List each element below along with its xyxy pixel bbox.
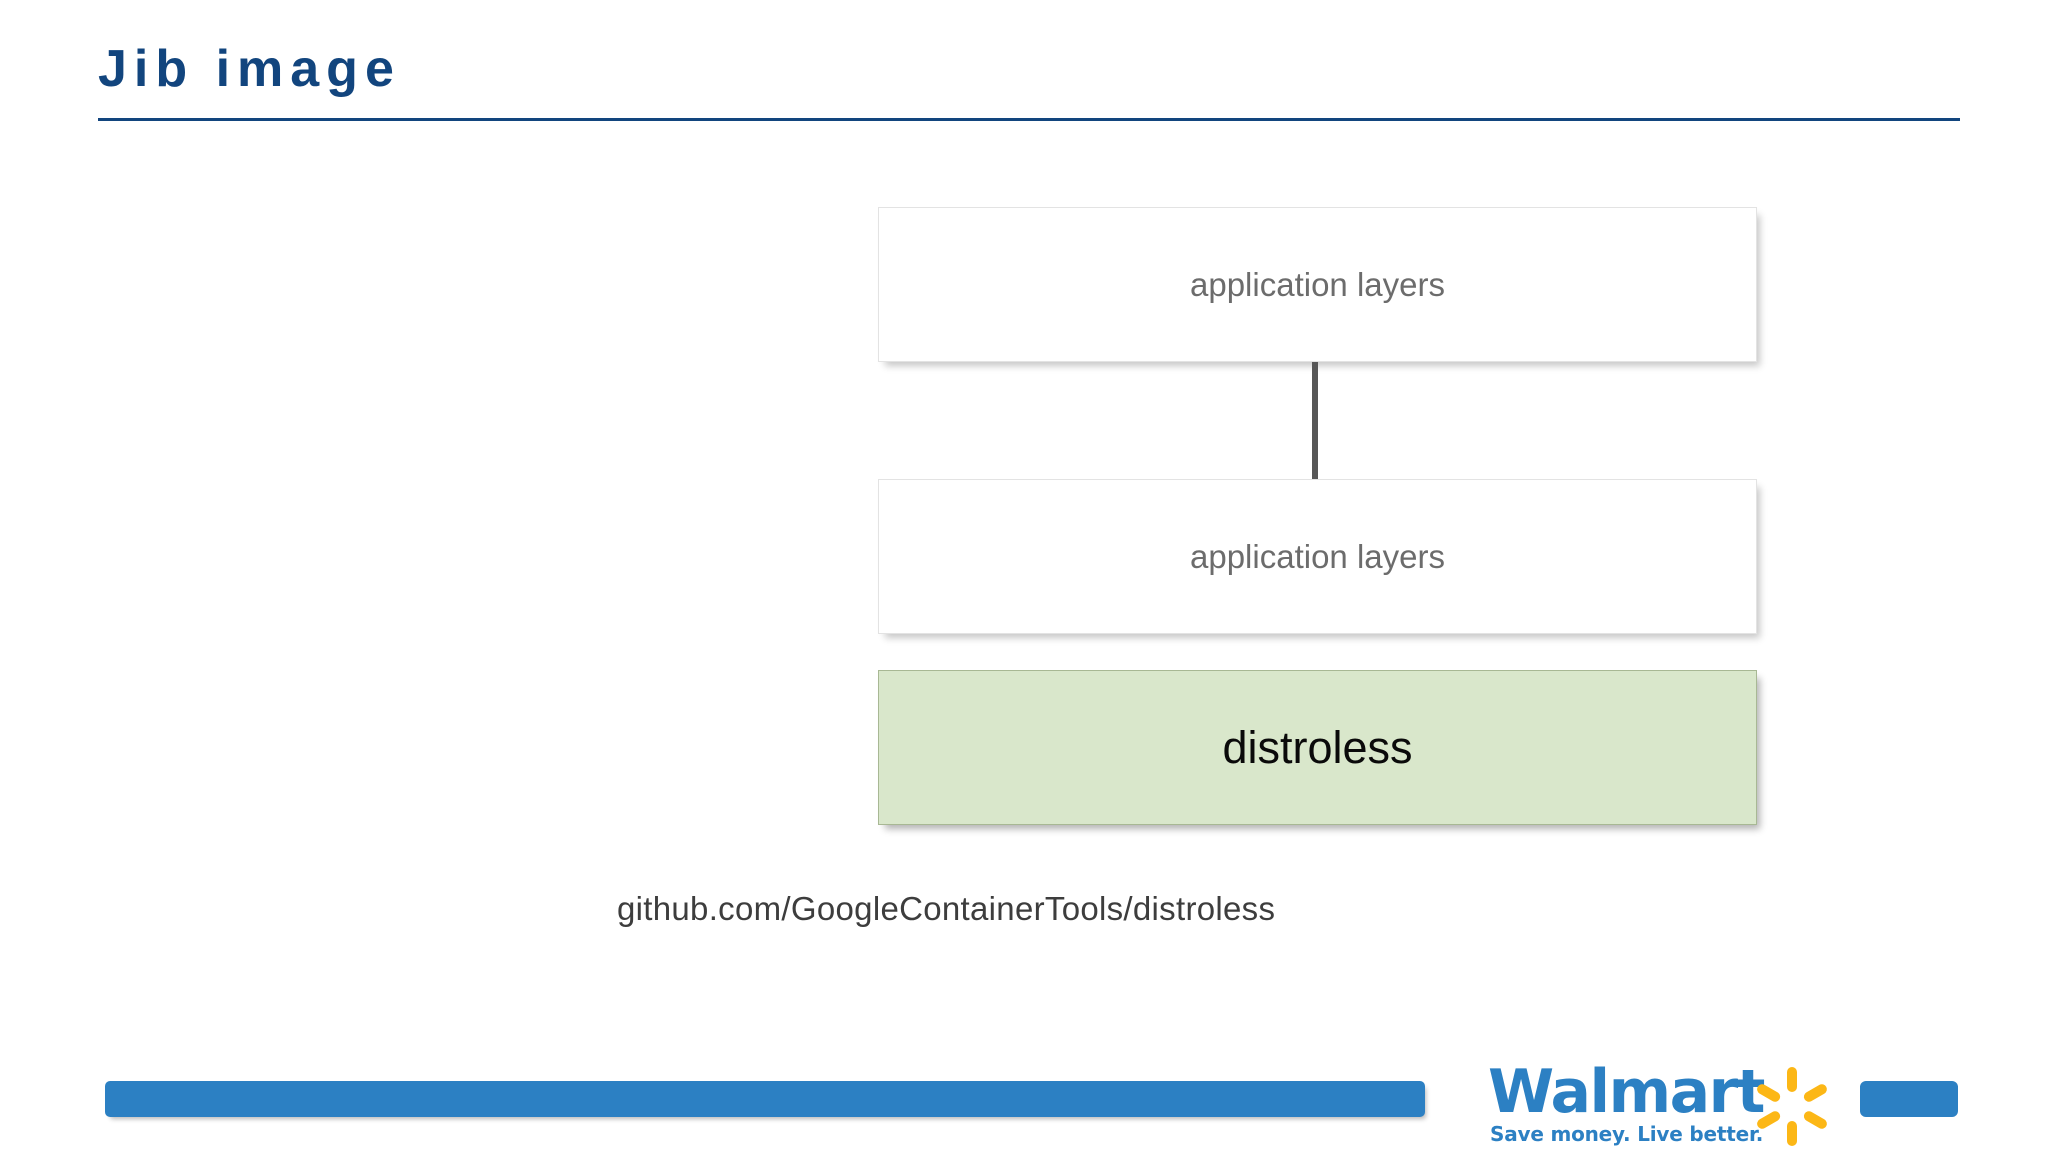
title-underline-rule bbox=[98, 118, 1960, 121]
source-caption: github.com/GoogleContainerTools/distrole… bbox=[617, 890, 1276, 927]
layer-box-distroless-base: distroless bbox=[878, 670, 1757, 825]
brand-tagline: Save money. Live better. bbox=[1490, 1122, 1764, 1146]
layer-stack-diagram: application layers application layers di… bbox=[878, 207, 1757, 837]
layer-box-label: distroless bbox=[1222, 721, 1413, 773]
layer-box-application-middle: application layers bbox=[878, 479, 1757, 634]
spark-ray bbox=[1802, 1081, 1829, 1104]
layer-box-label: application layers bbox=[1190, 537, 1445, 575]
spark-ray bbox=[1802, 1108, 1829, 1131]
layer-connector-line bbox=[1312, 362, 1318, 479]
spark-ray bbox=[1787, 1066, 1797, 1092]
spark-ray bbox=[1787, 1120, 1797, 1146]
footer-accent-chip bbox=[1860, 1081, 1958, 1117]
footer-accent-bar bbox=[105, 1081, 1425, 1117]
walmart-logo: Walmart Save money. Live better. bbox=[1488, 1062, 1848, 1148]
brand-wordmark: Walmart bbox=[1488, 1057, 1765, 1127]
walmart-spark-icon bbox=[1750, 1064, 1834, 1148]
layer-box-application-top: application layers bbox=[878, 207, 1757, 362]
layer-box-label: application layers bbox=[1190, 265, 1445, 303]
spark-ray bbox=[1755, 1108, 1782, 1131]
spark-ray bbox=[1755, 1081, 1782, 1104]
page-title: Jib image bbox=[98, 40, 401, 98]
